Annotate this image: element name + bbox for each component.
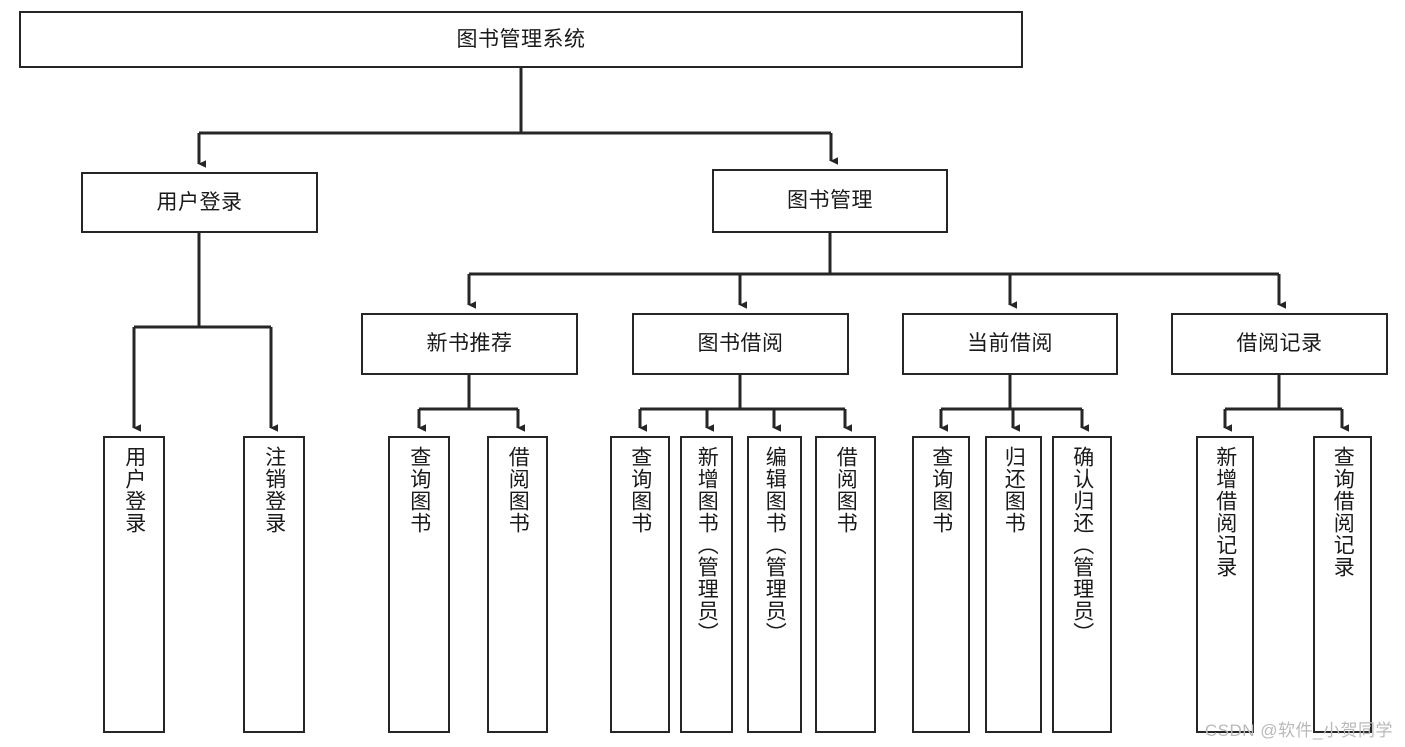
leaf-user-login[interactable]: 用户登录: [103, 436, 165, 733]
leaf-newbook-borrow-book[interactable]: 借阅图书: [487, 436, 548, 733]
node-new-book-recommend[interactable]: 新书推荐: [361, 313, 578, 375]
leaf-borrow-borrow-book[interactable]: 借阅图书: [815, 436, 876, 733]
leaf-return-book[interactable]: 归还图书: [985, 436, 1042, 733]
leaf-edit-book-admin[interactable]: 编辑图书（管理员）: [747, 436, 802, 733]
leaf-borrow-borrow-book-label: 借阅图书: [834, 446, 858, 534]
leaf-borrow-query-book-label: 查询图书: [628, 446, 652, 534]
leaf-add-borrow-record-label: 新增借阅记录: [1213, 446, 1237, 578]
leaf-query-borrow-record-label: 查询借阅记录: [1331, 446, 1355, 578]
leaf-query-borrow-record[interactable]: 查询借阅记录: [1313, 436, 1372, 733]
node-user-login-label: 用户登录: [156, 190, 243, 214]
leaf-user-login-label: 用户登录: [122, 446, 146, 534]
node-book-management[interactable]: 图书管理: [712, 169, 948, 233]
leaf-return-book-label: 归还图书: [1002, 446, 1026, 534]
leaf-confirm-return-admin-label: 确认归还（管理员）: [1070, 446, 1094, 644]
leaf-current-query-book-label: 查询图书: [929, 446, 953, 534]
node-book-borrow-label: 图书借阅: [697, 332, 784, 356]
leaf-newbook-borrow-book-label: 借阅图书: [506, 446, 530, 534]
leaf-add-book-admin[interactable]: 新增图书（管理员）: [680, 436, 733, 733]
leaf-newbook-query-book[interactable]: 查询图书: [388, 436, 450, 733]
leaf-user-logout[interactable]: 注销登录: [243, 436, 305, 733]
leaf-current-query-book[interactable]: 查询图书: [912, 436, 970, 733]
node-borrow-record-label: 借阅记录: [1236, 332, 1323, 356]
node-current-borrow-label: 当前借阅: [967, 332, 1053, 356]
leaf-confirm-return-admin[interactable]: 确认归还（管理员）: [1052, 436, 1112, 733]
leaf-add-book-admin-label: 新增图书（管理员）: [695, 446, 719, 644]
node-root[interactable]: 图书管理系统: [19, 11, 1023, 68]
node-user-login[interactable]: 用户登录: [81, 172, 318, 233]
node-book-management-label: 图书管理: [787, 189, 873, 213]
leaf-borrow-query-book[interactable]: 查询图书: [610, 436, 670, 733]
leaf-newbook-query-book-label: 查询图书: [407, 446, 431, 534]
leaf-add-borrow-record[interactable]: 新增借阅记录: [1196, 436, 1254, 733]
leaf-edit-book-admin-label: 编辑图书（管理员）: [763, 446, 787, 644]
node-root-label: 图书管理系统: [456, 27, 586, 51]
node-current-borrow[interactable]: 当前借阅: [902, 313, 1118, 375]
node-borrow-record[interactable]: 借阅记录: [1171, 313, 1388, 375]
node-new-book-recommend-label: 新书推荐: [426, 332, 513, 356]
leaf-user-logout-label: 注销登录: [262, 446, 286, 534]
node-book-borrow[interactable]: 图书借阅: [632, 313, 849, 375]
